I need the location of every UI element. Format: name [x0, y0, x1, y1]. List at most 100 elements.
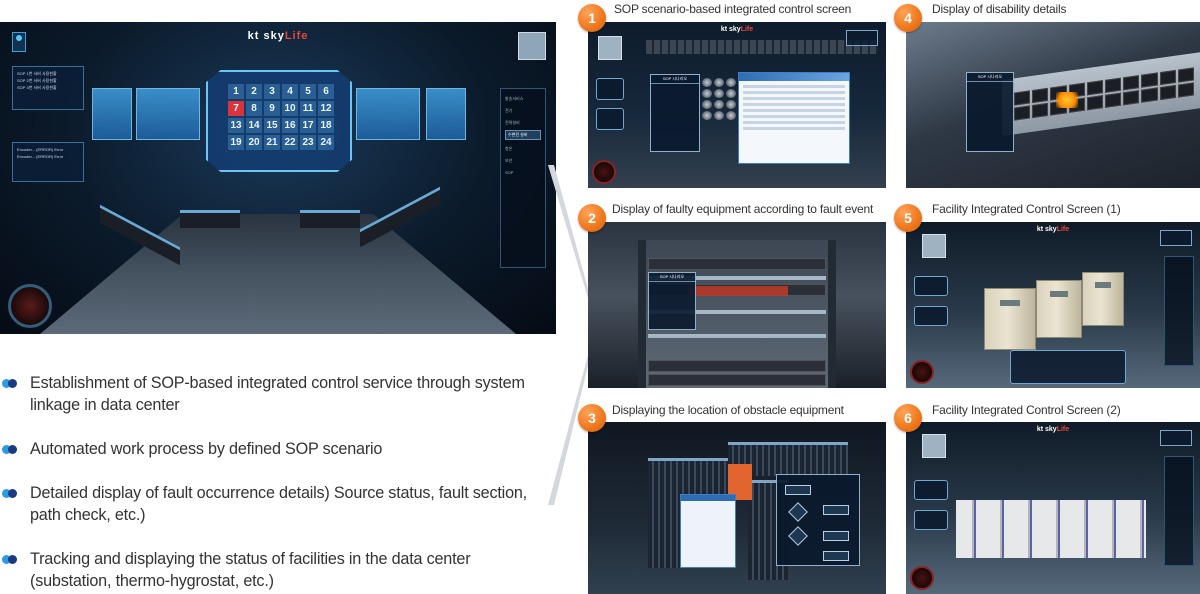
flowchart-panel[interactable] [776, 474, 860, 566]
wall-screen [356, 88, 420, 140]
side-menu-button[interactable]: 수변전 설비 [505, 130, 541, 140]
thumbnail-facility-control-2[interactable]: kt skyLife [906, 422, 1200, 594]
side-menu-item[interactable]: 항온 [505, 146, 513, 151]
calendar-day[interactable]: 12 [318, 101, 334, 116]
step-number-badge: 4 [894, 4, 922, 32]
bullet-icon [2, 379, 20, 388]
thumbnail-facility-control-1[interactable]: kt skyLife [906, 222, 1200, 388]
wall-screen [136, 88, 200, 140]
calendar-day[interactable]: 2 [246, 84, 262, 99]
calendar-day[interactable]: 4 [282, 84, 298, 99]
popup-window[interactable] [738, 72, 850, 164]
calendar-day[interactable]: 3 [264, 84, 280, 99]
side-menu-item[interactable]: 발송서비스 [505, 96, 524, 101]
ups-unit [1036, 280, 1082, 338]
calendar-day[interactable]: 18 [318, 118, 334, 133]
bullet-icon [2, 445, 20, 454]
bullet-icon [2, 489, 20, 498]
gauge-icon[interactable] [8, 284, 52, 328]
step-number-badge: 2 [578, 204, 606, 232]
floor [40, 214, 516, 334]
console-desk [180, 210, 240, 228]
skylife-logo: kt skyLife [720, 26, 754, 33]
side-menu-item[interactable]: SOP [505, 170, 514, 175]
calendar-day[interactable]: 9 [264, 101, 280, 116]
cabinet-icon[interactable] [518, 32, 546, 60]
facility-rack-row [956, 500, 1146, 558]
thumbnail-sop-scenario[interactable]: kt skyLife SOP 시나리오 [588, 22, 886, 188]
step-number-badge: 1 [578, 4, 606, 32]
step-number-badge: 6 [894, 404, 922, 432]
hero-control-screen: kt skyLife SOP 1번 서버 사용현황 SOP 2번 서버 사용현황… [0, 22, 556, 334]
calendar-day[interactable]: 10 [282, 101, 298, 116]
side-menu [1164, 456, 1194, 566]
mini-panel [596, 108, 624, 130]
thumbnail-obstacle-location[interactable] [588, 422, 886, 594]
thumbnail-title: Facility Integrated Control Screen (2) [932, 403, 1121, 417]
calendar-day[interactable]: 15 [264, 118, 280, 133]
calendar-day[interactable]: 1 [228, 84, 244, 99]
side-menu: 발송서비스 전기 전력설비 수변전 설비 항온 보안 SOP [500, 88, 546, 268]
popup-window[interactable] [680, 494, 736, 568]
thumbnail-disability-details[interactable]: SOP 시나리오 [906, 22, 1200, 188]
gauge-icon [592, 160, 616, 184]
bullet-icon [2, 555, 20, 564]
equipment-strip [646, 40, 878, 54]
mini-panel [596, 78, 624, 100]
ups-unit [984, 288, 1036, 350]
calendar-day[interactable]: 11 [300, 101, 316, 116]
gauge-icon [910, 360, 934, 384]
calendar-day[interactable]: 22 [282, 135, 298, 150]
gauge-icon [910, 566, 934, 590]
cabinet-icon [922, 434, 946, 458]
sop-panel[interactable]: SOP 시나리오 [966, 72, 1014, 152]
feature-item: Detailed display of fault occurrence det… [0, 482, 540, 526]
calendar-day[interactable]: 20 [246, 135, 262, 150]
calendar-day[interactable]: 16 [282, 118, 298, 133]
mini-panel [914, 480, 948, 500]
ups-unit [1082, 272, 1124, 326]
calendar-day[interactable]: 14 [246, 118, 262, 133]
calendar-day[interactable]: 21 [264, 135, 280, 150]
calendar-day[interactable]: 6 [318, 84, 334, 99]
thumbnail-title: Display of faulty equipment according to… [612, 202, 874, 216]
thumbnail-title: SOP scenario-based integrated control sc… [614, 2, 852, 16]
mini-panel [914, 276, 948, 296]
server-status-panel[interactable]: SOP 1번 서버 사용현황 SOP 2번 서버 사용현황 SOP 3번 서버 … [12, 66, 84, 110]
calendar-day[interactable]: 24 [318, 135, 334, 150]
console-desk [300, 210, 360, 228]
side-menu-item[interactable]: 전력설비 [505, 120, 520, 125]
info-panel [1010, 350, 1126, 384]
step-number-badge: 5 [894, 204, 922, 232]
weather-icon [846, 30, 878, 46]
calendar-day[interactable]: 5 [300, 84, 316, 99]
wall-screen [426, 88, 466, 140]
weather-icon [1160, 430, 1192, 446]
sop-panel[interactable]: SOP 시나리오 [648, 272, 696, 330]
thumbnail-faulty-equipment[interactable]: SOP 시나리오 [588, 222, 886, 388]
step-number-badge: 3 [578, 404, 606, 432]
calendar-day[interactable]: 13 [228, 118, 244, 133]
knob-grid [702, 78, 736, 120]
calendar-day[interactable]: 17 [300, 118, 316, 133]
sop-panel[interactable]: SOP 시나리오 [650, 74, 700, 152]
cabinet-icon [922, 234, 946, 258]
side-menu-item[interactable]: 보안 [505, 158, 513, 163]
thumbnail-title: Displaying the location of obstacle equi… [612, 403, 844, 417]
side-menu-item[interactable]: 전기 [505, 108, 513, 113]
calendar-day-selected[interactable]: 7 [228, 101, 244, 116]
calendar-day[interactable]: 19 [228, 135, 244, 150]
mini-panel [914, 306, 948, 326]
side-menu [1164, 256, 1194, 366]
feature-item: Tracking and displaying the status of fa… [0, 548, 540, 592]
error-log-panel[interactable]: Encoder... (ERROR) Error Encoder... (ERR… [12, 142, 84, 182]
avatar-icon[interactable] [12, 32, 26, 52]
skylife-logo: kt skyLife [1036, 426, 1070, 433]
thumbnail-title: Display of disability details [932, 2, 1067, 16]
feature-item: Automated work process by defined SOP sc… [0, 438, 382, 460]
skylife-logo: kt skyLife [1036, 226, 1070, 233]
calendar-day[interactable]: 8 [246, 101, 262, 116]
calendar-day[interactable]: 23 [300, 135, 316, 150]
cabinet-icon [598, 36, 622, 60]
fault-highlight [688, 286, 788, 296]
